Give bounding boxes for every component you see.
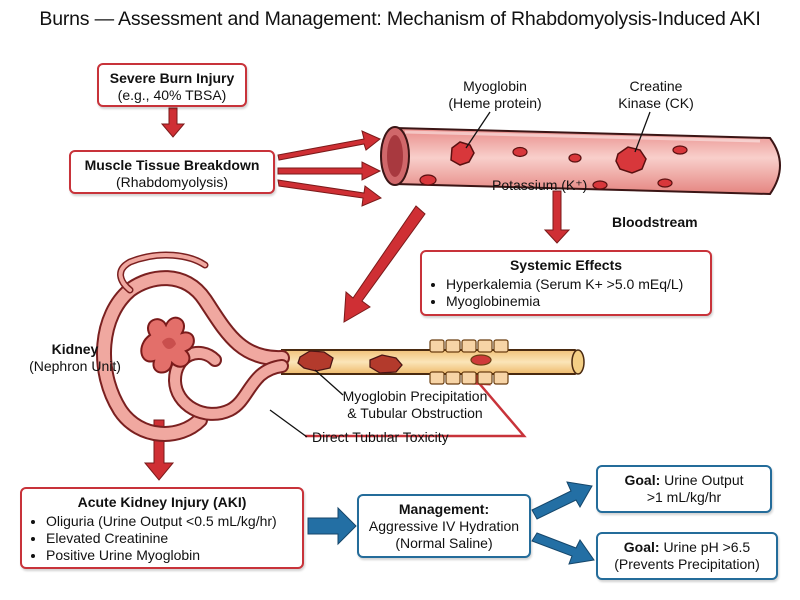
aki-item: Elevated Creatinine (46, 530, 296, 547)
blood-vessel (380, 126, 781, 196)
bloodstream-label: Bloodstream (612, 214, 698, 230)
management-heading: Management: (398, 501, 490, 517)
muscle-breakdown-heading: Muscle Tissue Breakdown (84, 157, 260, 173)
systemic-effects-list: Hyperkalemia (Serum K+ >5.0 mEq/L) Myogl… (428, 276, 704, 310)
aki-list: Oliguria (Urine Output <0.5 mL/kg/hr) El… (28, 513, 296, 564)
muscle-breakdown-box: Muscle Tissue Breakdown (Rhabdomyolysis) (69, 150, 275, 194)
tubular-epithelial-cells (429, 339, 509, 385)
creatine-kinase-label: Creatine Kinase (CK) (618, 78, 694, 111)
direct-tubular-toxicity-label: Direct Tubular Toxicity (312, 429, 449, 445)
toxicity-leader (269, 409, 308, 438)
glomerulus (140, 316, 195, 374)
management-line1: Aggressive IV Hydration (368, 518, 520, 534)
severe-burn-detail: (e.g., 40% TBSA) (117, 87, 227, 103)
severe-burn-heading: Severe Burn Injury (109, 70, 235, 86)
page-title: Burns — Assessment and Management: Mecha… (39, 8, 761, 30)
systemic-effects-box: Systemic Effects Hyperkalemia (Serum K+ … (420, 250, 712, 316)
myoglobin-label: Myoglobin (Heme protein) (448, 78, 542, 111)
muscle-breakdown-detail: (Rhabdomyolysis) (115, 174, 229, 190)
systemic-effects-heading: Systemic Effects (509, 257, 623, 273)
potassium-label: Potassium (K⁺) (492, 177, 588, 193)
management-line2: (Normal Saline) (395, 535, 493, 551)
goal-urine-ph-box: Goal: Urine pH >6.5 (Prevents Precipitat… (596, 532, 778, 580)
red-blood-cell (419, 145, 688, 190)
systemic-effect-item: Hyperkalemia (Serum K+ >5.0 mEq/L) (446, 276, 704, 293)
systemic-effect-item: Myoglobinemia (446, 293, 704, 310)
goal-urine-output-box: Goal: Urine Output >1 mL/kg/hr (596, 465, 772, 513)
aki-box: Acute Kidney Injury (AKI) Oliguria (Urin… (20, 487, 304, 569)
aki-heading: Acute Kidney Injury (AKI) (77, 494, 247, 510)
severe-burn-box: Severe Burn Injury (e.g., 40% TBSA) (97, 63, 247, 107)
kidney-label: Kidney (Nephron Unit) (29, 341, 121, 374)
nephron-tubule (281, 349, 585, 375)
goal-heading: Goal: (624, 472, 661, 488)
management-box: Management: Aggressive IV Hydration (Nor… (357, 494, 531, 558)
goal-detail: >1 mL/kg/hr (646, 489, 722, 505)
precipitation-leader (314, 369, 344, 396)
goal-text: Urine Output (664, 472, 744, 488)
goal-text: Urine pH >6.5 (663, 539, 751, 555)
creatine-kinase-particle (615, 146, 647, 174)
ck-leader (634, 111, 651, 153)
myoglobin-precipitation-label: Myoglobin Precipitation & Tubular Obstru… (342, 388, 488, 421)
myoglobin-particle (450, 141, 475, 166)
goal-detail: (Prevents Precipitation) (614, 556, 760, 572)
myoglobin-cast (297, 350, 403, 374)
myoglobin-leader (465, 111, 491, 149)
aki-item: Oliguria (Urine Output <0.5 mL/kg/hr) (46, 513, 296, 530)
goal-heading: Goal: (623, 539, 660, 555)
treatment-arrows (307, 481, 595, 565)
aki-item: Positive Urine Myoglobin (46, 547, 296, 564)
